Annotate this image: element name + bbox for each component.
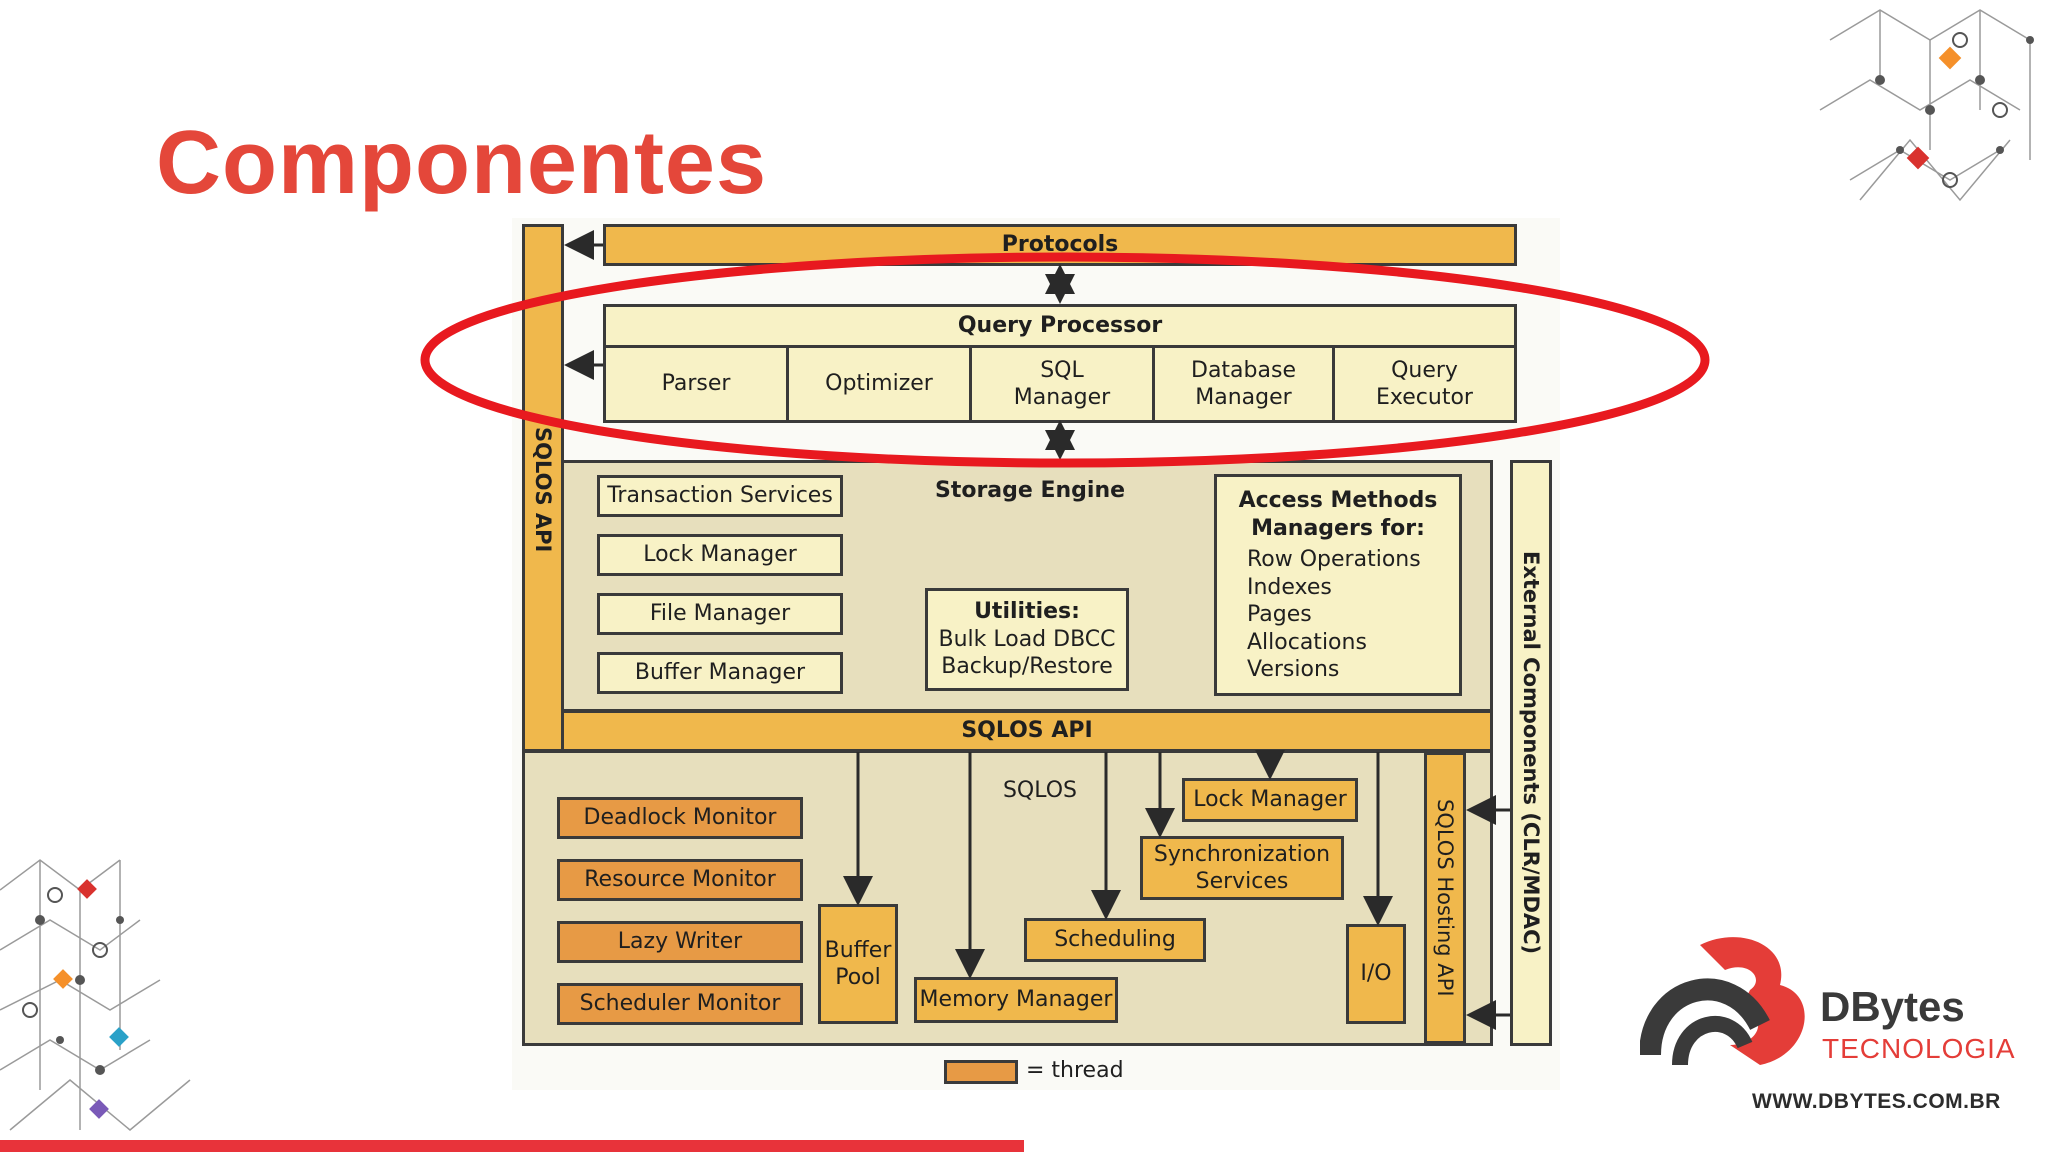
se-utilities-line-2: Backup/Restore xyxy=(941,654,1113,680)
sqlos-scheduling: Scheduling xyxy=(1024,918,1206,962)
highlight-ellipse xyxy=(420,252,1710,468)
se-file-manager: File Manager xyxy=(597,593,843,635)
lazy-writer-label: Lazy Writer xyxy=(617,929,743,955)
dbytes-logo-icon xyxy=(1640,937,1805,1066)
sqlos-synchronization-services: Synchronization Services xyxy=(1140,836,1344,900)
am-title-line-1: Access Methods xyxy=(1238,488,1438,513)
am-item: Indexes xyxy=(1247,574,1332,600)
sqlos-lock-manager: Lock Manager xyxy=(1182,778,1358,822)
se-transaction-services-label: Transaction Services xyxy=(607,483,833,509)
thread-deadlock-monitor: Deadlock Monitor xyxy=(557,797,803,839)
sqlos-api-vertical-label: SQLOS API xyxy=(531,427,556,553)
qp-parser: Parser xyxy=(603,345,789,423)
sqlos-api-horizontal-label: SQLOS API xyxy=(961,718,1093,744)
se-utilities: Utilities: Bulk Load DBCC Backup/Restore xyxy=(925,588,1129,691)
se-lock-manager: Lock Manager xyxy=(597,534,843,576)
am-title-line-2: Managers for: xyxy=(1251,515,1425,541)
legend-thread-label: = thread xyxy=(1026,1058,1124,1083)
storage-engine-title: Storage Engine xyxy=(934,478,1126,503)
se-transaction-services: Transaction Services xyxy=(597,475,843,517)
bottom-accent-bar xyxy=(0,1140,1024,1152)
thread-scheduler-monitor: Scheduler Monitor xyxy=(557,983,803,1025)
se-file-manager-label: File Manager xyxy=(649,601,791,627)
scheduler-monitor-label: Scheduler Monitor xyxy=(579,991,781,1017)
scheduling-label: Scheduling xyxy=(1054,927,1176,953)
circuit-decoration-top-right xyxy=(1819,9,2034,202)
circuit-decoration-bottom-left xyxy=(0,859,191,1131)
se-buffer-manager: Buffer Manager xyxy=(597,652,843,694)
resource-monitor-label: Resource Monitor xyxy=(584,867,776,893)
sqlos-lock-manager-label: Lock Manager xyxy=(1193,787,1347,813)
qp-database-manager: Database Manager xyxy=(1152,345,1335,423)
deadlock-monitor-label: Deadlock Monitor xyxy=(583,805,777,831)
qp-query-executor: Query Executor xyxy=(1332,345,1517,423)
buffer-pool-label: Buffer Pool xyxy=(824,937,892,991)
se-utilities-line-1: Bulk Load DBCC xyxy=(938,626,1116,652)
brand-subtitle: TECNOLOGIA xyxy=(1822,1033,2016,1064)
io-label: I/O xyxy=(1360,961,1392,987)
qp-optimizer-label: Optimizer xyxy=(825,371,933,397)
brand-name: DBytes xyxy=(1820,983,1965,1030)
hosting-api-label: SQLOS Hosting API xyxy=(1433,799,1458,997)
qp-sql-manager-label: SQL Manager xyxy=(1013,357,1111,411)
sqlos-io: I/O xyxy=(1346,924,1406,1024)
qp-database-manager-label: Database Manager xyxy=(1191,357,1296,411)
thread-lazy-writer: Lazy Writer xyxy=(557,921,803,963)
se-buffer-manager-label: Buffer Manager xyxy=(634,660,806,686)
sqlos-title: SQLOS xyxy=(1002,778,1078,803)
se-utilities-title: Utilities: xyxy=(974,599,1080,625)
sqlos-hosting-api: SQLOS Hosting API xyxy=(1424,752,1466,1044)
am-item: Pages xyxy=(1247,602,1312,627)
qp-query-executor-label: Query Executor xyxy=(1376,357,1473,411)
external-components-label: External Components (CLR/MDAC) xyxy=(1519,551,1544,955)
qp-optimizer: Optimizer xyxy=(786,345,972,423)
query-processor-title: Query Processor xyxy=(957,313,1163,339)
am-item: Allocations xyxy=(1247,629,1367,655)
am-item: Versions xyxy=(1247,657,1340,682)
external-components-bar: External Components (CLR/MDAC) xyxy=(1510,460,1552,1046)
legend-thread-swatch xyxy=(944,1060,1018,1084)
am-item: Row Operations xyxy=(1247,547,1421,572)
brand-url: WWW.DBYTES.COM.BR xyxy=(1752,1090,2001,1113)
synchronization-label: Synchronization Services xyxy=(1153,841,1331,895)
sqlos-memory-manager: Memory Manager xyxy=(914,977,1118,1023)
se-access-methods: Access Methods Managers for: Row Operati… xyxy=(1214,474,1462,696)
memory-manager-label: Memory Manager xyxy=(919,987,1113,1013)
se-lock-manager-label: Lock Manager xyxy=(643,542,797,568)
qp-parser-label: Parser xyxy=(661,371,731,397)
slide-title: Componentes xyxy=(156,113,768,213)
query-processor-header: Query Processor xyxy=(603,304,1517,348)
thread-resource-monitor: Resource Monitor xyxy=(557,859,803,901)
